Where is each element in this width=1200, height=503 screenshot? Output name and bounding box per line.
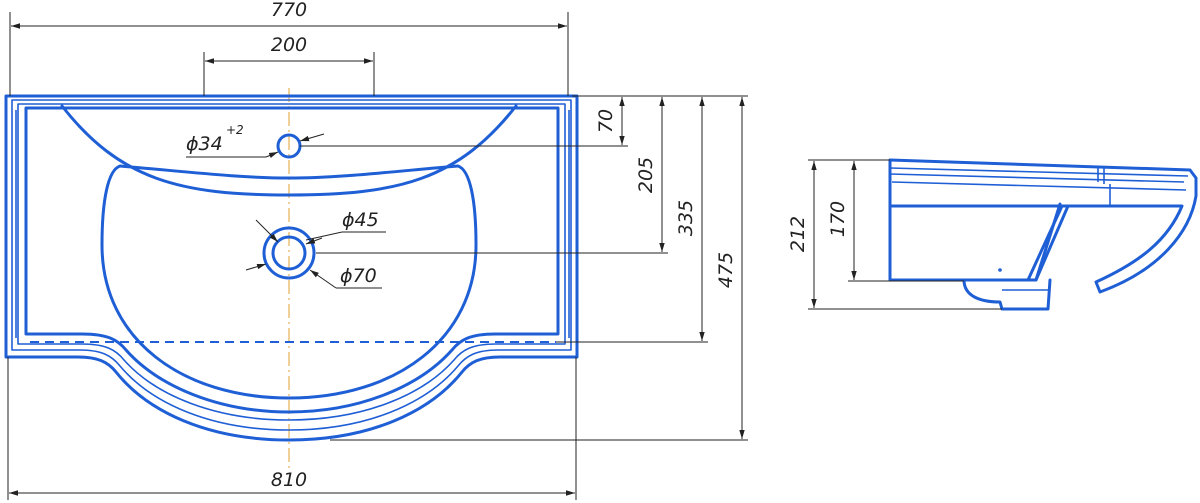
back-ledge-curve (60, 104, 518, 197)
side-rim-separator (1097, 168, 1111, 206)
bowl-outline (100, 164, 478, 400)
dim-label-drain-inner: ϕ45 (342, 209, 379, 231)
side-support-strut (1026, 204, 1070, 282)
basin-rim-inner-line (11, 99, 572, 431)
dim-label-205: 205 (635, 157, 657, 193)
dim-label-770: 770 (271, 0, 307, 21)
dim-label-tap-hole: ϕ34 (186, 133, 223, 155)
top-view-dimensions: 770 200 810 70 205 335 475 ϕ34 +2 (7, 0, 748, 500)
drain-outer-ring (262, 226, 316, 280)
dim-label-810: 810 (271, 469, 307, 491)
dim-label-tap-hole-tolerance: +2 (226, 123, 244, 137)
basin-deck-inner-outline (24, 106, 560, 414)
basin-rim-step-line (17, 103, 566, 421)
basin-outer-outline (4, 94, 579, 442)
side-rim-lines (889, 167, 1189, 191)
side-view-dimensions: 212 170 (787, 159, 1002, 310)
side-view (888, 158, 1198, 311)
side-outline (888, 158, 1198, 294)
dim-label-212: 212 (787, 216, 809, 252)
drain-inner-ring (271, 235, 307, 271)
dim-label-70: 70 (595, 109, 617, 133)
dim-label-475: 475 (715, 252, 737, 288)
side-drain-outlet (962, 278, 1052, 311)
top-view (4, 88, 579, 472)
dim-label-drain-outer: ϕ70 (340, 265, 377, 287)
dim-label-200: 200 (271, 34, 307, 56)
dim-label-335: 335 (675, 200, 697, 236)
dim-label-170: 170 (827, 201, 849, 237)
